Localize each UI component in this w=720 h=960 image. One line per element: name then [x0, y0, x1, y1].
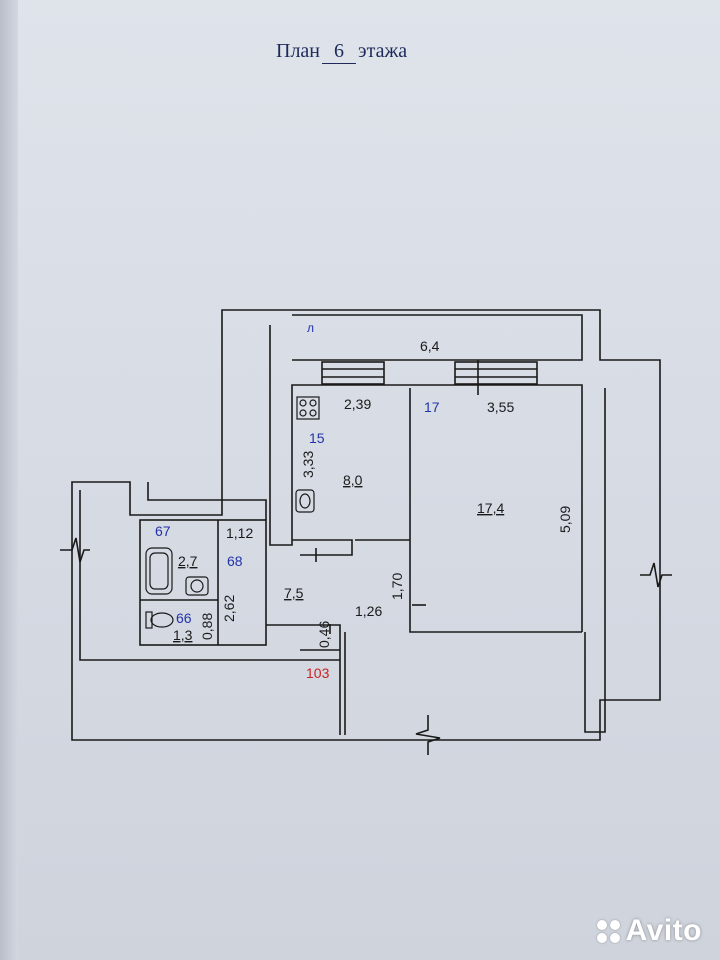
- closet-number: 68: [227, 553, 243, 569]
- hall-dim-d: 2,62: [221, 595, 237, 622]
- balcony-outline: [292, 314, 583, 361]
- avito-watermark: Avito: [596, 914, 702, 948]
- inner-wall-top-left: [147, 482, 267, 520]
- living-width: 3,55: [487, 399, 514, 415]
- living-number: 17: [424, 399, 440, 415]
- hall-dim-c: 0,46: [316, 621, 332, 648]
- hall-dim-a: 1,26: [355, 603, 382, 619]
- inner-wall-right: [584, 388, 606, 733]
- avito-logo-icon: [596, 919, 620, 943]
- walls: [60, 309, 672, 755]
- hall-dim-b: 1,70: [389, 573, 405, 600]
- sink-icon: [295, 489, 315, 513]
- bathtub-icon: [145, 547, 173, 595]
- toilet-number: 66: [176, 610, 192, 626]
- kitchen-bottom-wall: [292, 539, 353, 556]
- hall-dim-e: 1,12: [226, 525, 253, 541]
- break-mark-bottom: [415, 715, 441, 755]
- inner-wall-upper: [269, 325, 583, 632]
- toilet-width: 0,88: [199, 613, 215, 640]
- partition-kitchen-living: [409, 388, 582, 633]
- balcony-mark: л: [307, 321, 314, 335]
- break-mark-left: [60, 537, 90, 563]
- toilet-icon: [145, 611, 174, 629]
- hall-area: 7,5: [284, 585, 304, 601]
- living-depth: 5,09: [557, 506, 573, 533]
- break-mark-right: [640, 562, 672, 588]
- outer-wall: [71, 309, 661, 741]
- floor-number: 6: [322, 40, 357, 64]
- balcony-area: 6,4: [420, 338, 440, 354]
- kitchen-area: 8,0: [343, 472, 363, 488]
- avito-brand: Avito: [625, 914, 702, 947]
- window-living: [454, 361, 538, 385]
- labels: л 6,4 2,39 15 3,33 8,0 17 3,55 17,4 5,09…: [155, 321, 573, 681]
- inner-wall-left: [79, 490, 340, 661]
- plan-title-suffix: этажа: [358, 40, 408, 62]
- bathroom-area: 2,7: [178, 553, 198, 569]
- stove-icon: [296, 396, 320, 420]
- kitchen-number: 15: [309, 430, 325, 446]
- plan-title-prefix: План: [276, 40, 321, 62]
- entrance-number: 103: [306, 665, 330, 681]
- wet-zone-block: [139, 519, 267, 646]
- page-edge: [0, 0, 18, 960]
- toilet-area: 1,3: [173, 627, 193, 643]
- window-kitchen: [321, 361, 385, 385]
- kitchen-depth: 3,33: [300, 451, 316, 478]
- hall-lower-wall: [266, 624, 341, 735]
- living-area: 17,4: [477, 500, 504, 516]
- bathroom-number: 67: [155, 523, 171, 539]
- kitchen-width: 2,39: [344, 396, 371, 412]
- washbasin-icon: [185, 576, 209, 596]
